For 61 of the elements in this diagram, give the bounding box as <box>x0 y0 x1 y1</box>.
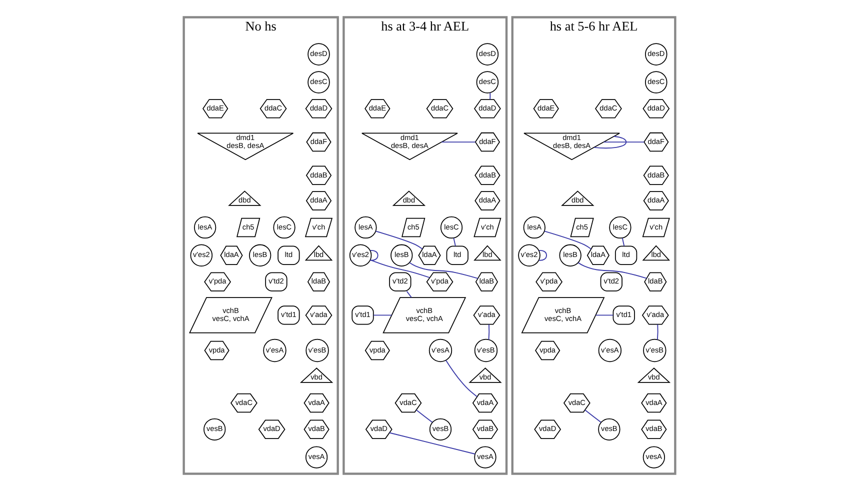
node-circle: v'es2 <box>190 244 212 267</box>
connector <box>544 230 592 250</box>
node-circle: v'es2 <box>518 244 540 267</box>
connector <box>584 410 601 423</box>
connector <box>372 314 392 316</box>
node-circle: v'esB <box>474 338 498 362</box>
connector <box>445 360 477 398</box>
node-circle: lesC <box>608 216 631 239</box>
node-circle: desC <box>476 71 498 94</box>
node-box: ltd <box>614 246 637 265</box>
connector <box>415 410 432 423</box>
node-circle: lesC <box>272 216 295 239</box>
connector <box>488 324 490 340</box>
node-circle: v'esB <box>642 338 666 362</box>
node-box: v'td2 <box>600 272 622 292</box>
connector <box>594 314 614 316</box>
node-box: v'td2 <box>264 272 287 292</box>
connector <box>388 432 475 454</box>
connector <box>408 262 478 279</box>
node-circle: vesA <box>474 446 496 468</box>
node-circle: vesB <box>203 418 226 440</box>
node-box: v'td2 <box>388 272 411 292</box>
node-box: v'td1 <box>612 306 634 325</box>
node-circle: v'esA <box>428 338 452 362</box>
node-circle: lesA <box>194 216 216 239</box>
connector <box>369 259 430 278</box>
node-circle: desD <box>476 43 498 66</box>
node-circle: lesA <box>522 216 545 239</box>
node-circle: desD <box>307 43 330 66</box>
connector <box>452 238 456 246</box>
connector <box>621 238 624 246</box>
node-circle: v'esA <box>262 338 286 362</box>
connector <box>369 250 378 261</box>
node-circle: vesB <box>428 418 452 440</box>
connector <box>406 290 412 298</box>
node-circle: desD <box>644 43 667 66</box>
connector <box>577 262 646 279</box>
node-box: v'td1 <box>277 306 300 325</box>
node-circle: v'es2 <box>348 244 372 267</box>
connector <box>538 250 546 261</box>
node-box: v'td1 <box>351 306 374 325</box>
node-circle: lesA <box>354 216 376 239</box>
node-circle: vesA <box>304 446 328 468</box>
node-box: ltd <box>277 246 300 265</box>
connector <box>374 230 422 250</box>
node-circle: lesC <box>440 216 462 239</box>
node-circle: lesB <box>390 244 412 266</box>
node-box: ltd <box>446 246 468 265</box>
node-circle: v'esA <box>598 338 622 362</box>
node-circle: lesB <box>558 244 581 266</box>
node-circle: vesB <box>598 418 620 440</box>
node-circle: desC <box>644 71 667 94</box>
node-circle: desC <box>307 71 330 94</box>
connector <box>489 92 490 100</box>
connector <box>440 142 476 143</box>
node-circle: v'esB <box>305 338 328 362</box>
connector <box>656 324 658 340</box>
connector <box>602 142 644 143</box>
node-circle: vesA <box>642 446 664 468</box>
node-circle: lesB <box>248 244 271 266</box>
connector <box>593 136 626 149</box>
